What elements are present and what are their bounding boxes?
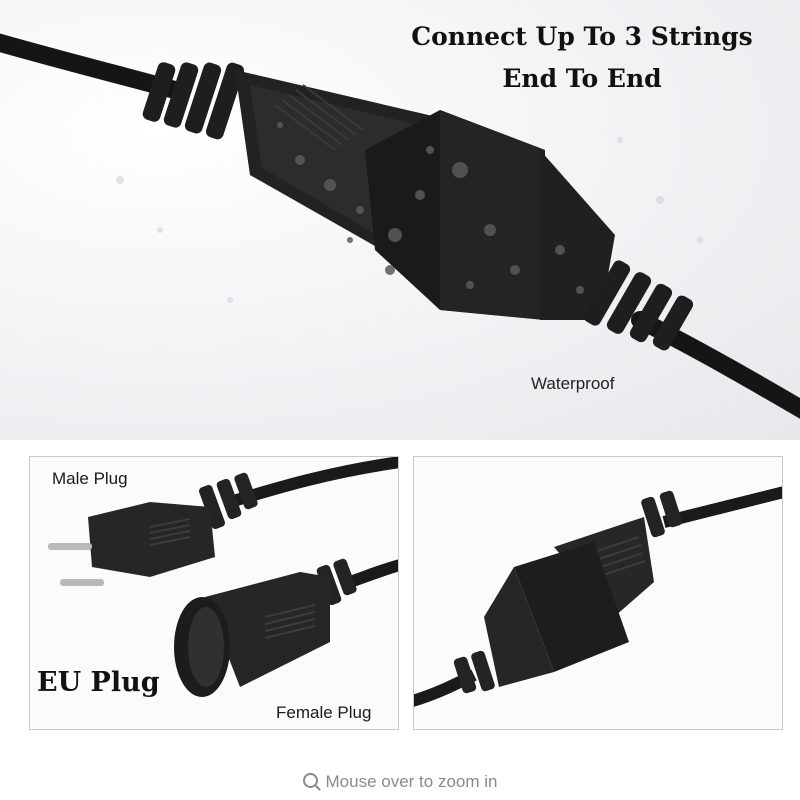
eu-plugs-illustration [48,457,398,697]
headline-line-1: Connect Up To 3 Strings [411,22,753,51]
waterproof-label: Waterproof [531,374,615,393]
headline-line-2: End To End [502,64,662,93]
male-plug-label: Male Plug [52,469,128,488]
hero-photo: Connect Up To 3 Strings End To End Water… [0,0,800,440]
zoom-hint-text: Mouse over to zoom in [325,772,498,791]
connected-plugs-panel [413,456,783,730]
eu-plug-label: EU Plug [37,667,160,698]
waterproof-connector-illustration [0,33,800,419]
female-plug-label: Female Plug [276,703,372,722]
plugs-panel: Male Plug Female Plug EU Plug [29,456,399,730]
magnifier-icon [302,773,318,788]
zoom-hint[interactable]: Mouse over to zoom in [0,772,800,792]
headline: Connect Up To 3 Strings End To End [382,16,782,100]
connected-plugs-illustration [414,486,782,707]
